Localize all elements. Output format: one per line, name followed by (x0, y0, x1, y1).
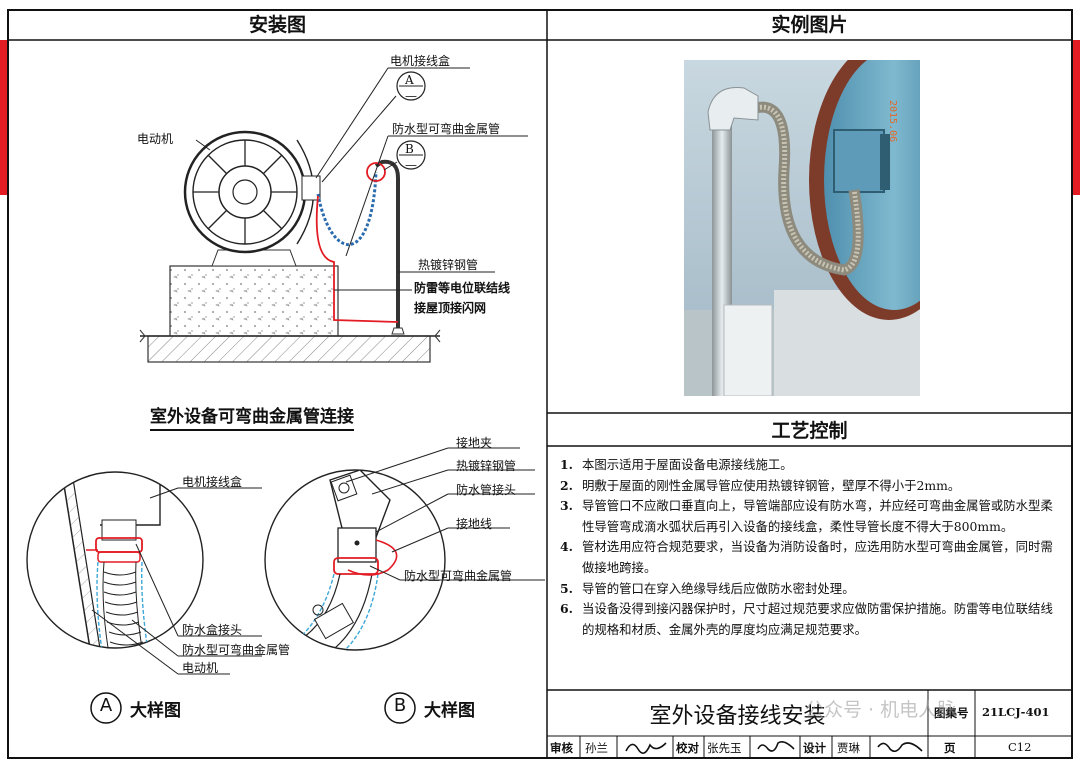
detail-b-label-conduit: 防水型可弯曲金属管 (404, 569, 513, 583)
label-waterproof-conduit: 防水型可弯曲金属管 (392, 122, 501, 136)
watermark: 公众号 · 机电人脉 (805, 699, 957, 721)
note-2: 2.明敷于屋面的刚性金属导管应使用热镀锌钢管，壁厚不得小于2mm。 (560, 477, 961, 493)
note-4: 4.管材选用应符合规范要求，当设备为消防设备时，应选用防水型可弯曲金属管，同时需… (560, 539, 1053, 575)
bonding-wire (315, 195, 399, 323)
label-motor-junction-box: 电机接线盒 (390, 54, 451, 68)
detail-a-diagram (26, 471, 262, 675)
process-notes: 1.本图示适用于屋面设备电源接线施工。 2.明敷于屋面的刚性金属导管应使用热镀锌… (560, 455, 1065, 640)
detail-b-title: 大样图 (424, 701, 475, 721)
detail-a-label-motor: 电动机 (182, 661, 219, 675)
detail-a-callout-letter: A (99, 695, 113, 716)
detail-b-label-galvanized-pipe: 热镀锌钢管 (456, 459, 517, 473)
header-example-photo: 实例图片 (771, 14, 848, 36)
right-red-bar (1073, 40, 1080, 195)
atlas-label: 图集号 (934, 706, 969, 720)
ground-slab (147, 335, 431, 363)
detail-b-label-ground-wire: 接地线 (456, 517, 493, 531)
designer-signature (877, 742, 923, 753)
galvanized-pipe (374, 159, 400, 328)
concrete-base (169, 265, 339, 337)
reviewer-signature (625, 742, 667, 754)
page-number: C12 (1008, 740, 1032, 754)
example-photo: 2015.06 (684, 60, 920, 396)
detail-b-label-pipe-connector: 防水管接头 (456, 483, 517, 497)
note-5: 5.导管的管口在穿入绝缘导线后应做防水密封处理。 (560, 580, 855, 596)
flexible-conduit (316, 171, 378, 247)
detail-b-callout-circle (384, 692, 416, 724)
header-process-control: 工艺控制 (771, 420, 848, 442)
page-label: 页 (944, 741, 956, 755)
title-block-title: 室外设备接线安装 (649, 704, 826, 729)
check-label: 校对 (676, 741, 699, 755)
detail-b-callout-letter: B (393, 695, 407, 716)
installation-diagram (139, 67, 528, 363)
detail-a-label-box-connector: 防水盒接头 (182, 623, 243, 637)
designer-name: 贾琳 (837, 741, 860, 755)
note-3: 3.导管管口不应敞口垂直向上，导管端部应设有防水弯，并应经可弯曲金属管或防水型柔… (560, 498, 1053, 534)
detail-a-label-conduit: 防水型可弯曲金属管 (182, 643, 291, 657)
design-label: 设计 (803, 741, 826, 755)
note-1: 1.本图示适用于屋面设备电源接线施工。 (560, 457, 793, 472)
motor-fan (183, 130, 321, 254)
left-red-bar (0, 40, 8, 195)
label-motor: 电动机 (137, 132, 174, 146)
detail-a-title: 大样图 (130, 701, 181, 721)
header-installation: 安装图 (248, 14, 306, 36)
detail-a-label-junction-box: 电机接线盒 (182, 475, 243, 489)
reviewer-name: 孙兰 (585, 741, 608, 755)
atlas-number: 21LCJ-401 (982, 705, 1050, 719)
label-roof-grid: 接屋顶接闪网 (414, 301, 487, 315)
note-6: 6.当设备没得到接闪器保护时，尺寸超过规范要求应做防雷保护措施。防雷等电位联结线… (560, 601, 1053, 637)
callout-b-dash: — (405, 158, 417, 172)
callout-a-letter: A (405, 73, 414, 87)
main-diagram-caption: 室外设备可弯曲金属管连接 (150, 402, 354, 431)
detail-b-label-ground-clamp: 接地夹 (456, 436, 493, 450)
label-bonding-line: 防雷等电位联结线 (414, 281, 511, 295)
example-photo-illustration (684, 60, 920, 396)
label-galvanized-pipe: 热镀锌钢管 (418, 258, 479, 272)
detail-b-diagram (264, 447, 545, 651)
detail-a-callout-circle (90, 692, 122, 724)
checker-signature (757, 741, 795, 752)
callout-a-dash: — (405, 89, 417, 103)
review-label: 审核 (550, 741, 573, 755)
checker-name: 张先玉 (707, 741, 742, 755)
photo-stamp: 2015.06 (887, 100, 898, 143)
callout-b-letter: B (405, 142, 414, 156)
